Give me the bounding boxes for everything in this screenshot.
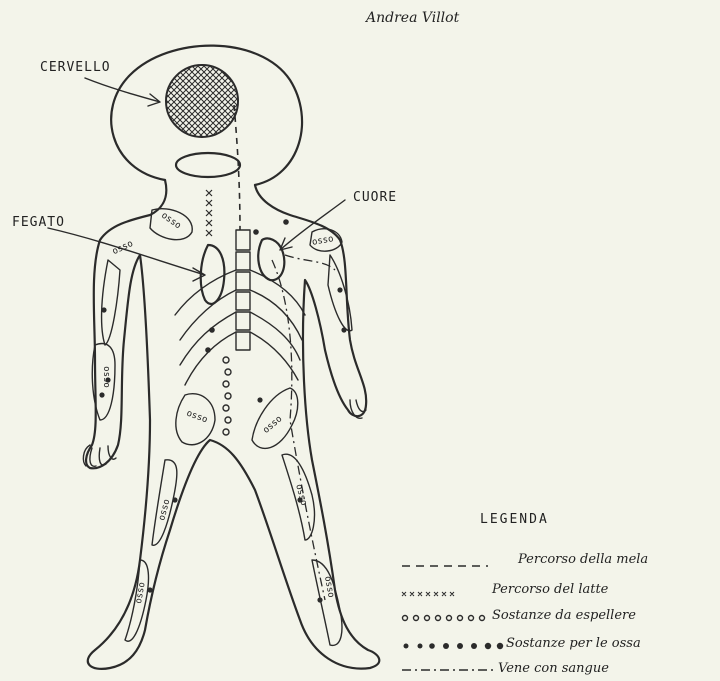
ribs [175,270,305,385]
waste-circles [223,357,231,435]
bone-dots [99,219,346,602]
left-arm-bone [102,260,120,345]
legend-item-text: Percorso del latte [492,582,608,597]
legend-item-text: Vene con sangue [498,661,609,676]
spine [236,230,250,350]
milk-path-line [206,190,212,236]
bone-label: osso [101,366,111,388]
legend-symbol-circles [403,616,485,621]
mouth-shape [176,153,240,177]
brain-label: CERVELLO [40,60,111,75]
vein-line-arm [285,255,335,270]
legend-symbol-dots [404,643,504,649]
liver-label: FEGATO [12,215,65,230]
left-hand [83,445,116,466]
legend-title: LEGENDA [480,512,549,527]
legend-item-text: Sostanze da espellere [492,608,636,623]
brain-shape [166,65,238,137]
heart-shape [258,238,284,280]
legend-symbol-crosses [402,592,454,596]
legend-item-text: Percorso della mela [518,552,648,567]
liver-arrow [48,228,205,281]
legend-item-text: Sostanze per le ossa [506,636,641,651]
heart-label: CUORE [353,190,397,205]
